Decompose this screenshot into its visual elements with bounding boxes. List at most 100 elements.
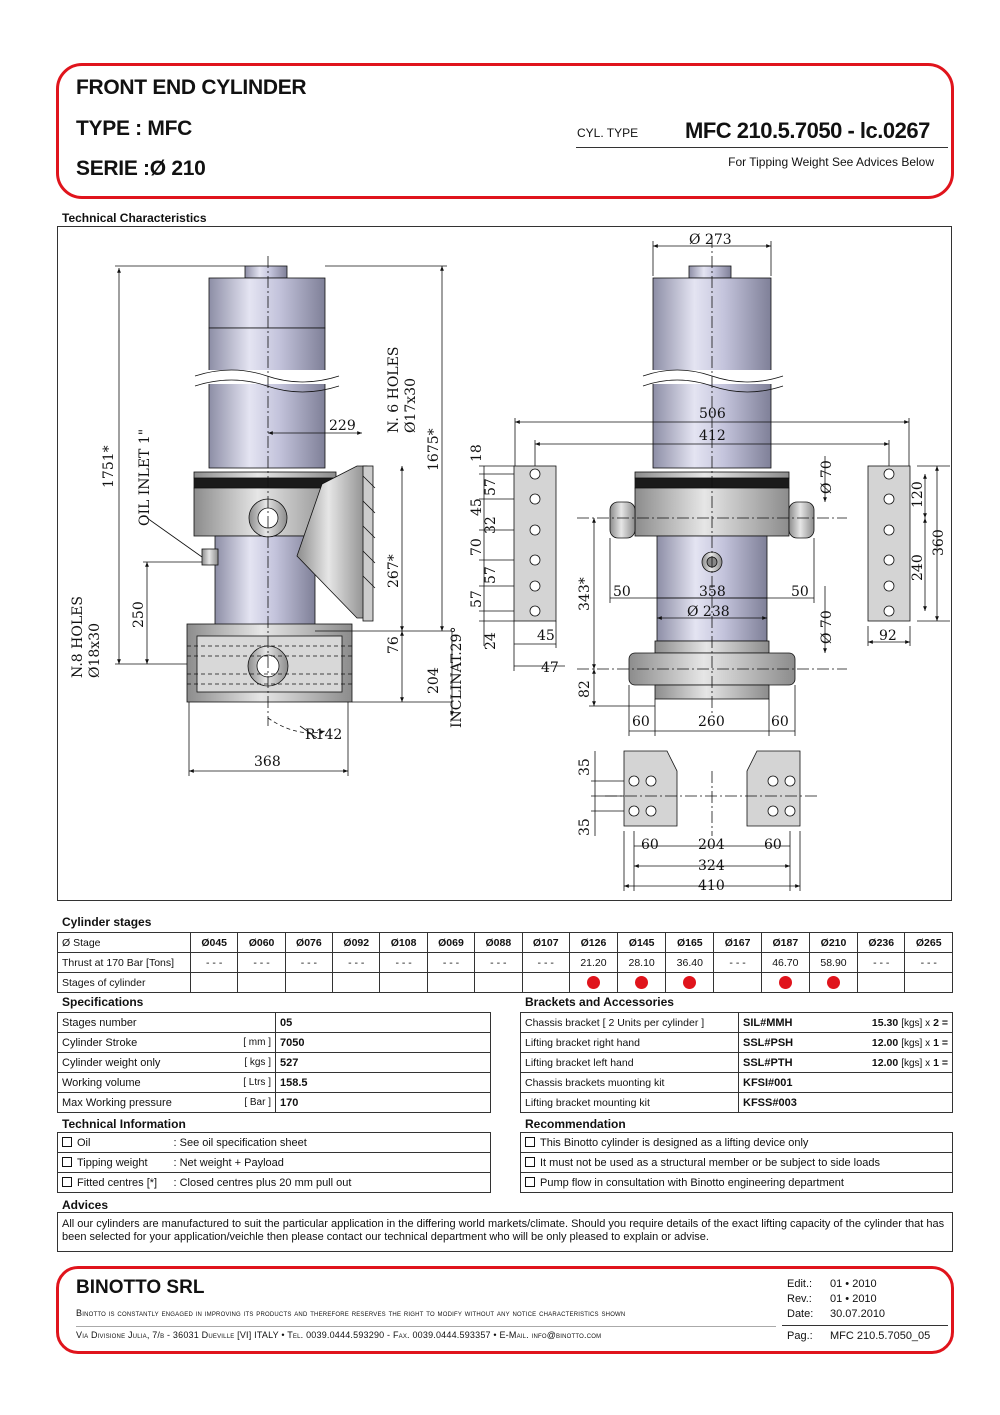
stage-thrust: - - - <box>713 952 762 973</box>
bracket-label: Lifting bracket right hand <box>520 1032 739 1053</box>
dim-60a: 60 <box>632 714 650 730</box>
dim-57c: 57 <box>469 590 485 608</box>
dim-204: 204 <box>426 667 442 694</box>
tech-char-title: Technical Characteristics <box>62 211 207 225</box>
bracket-weight: 12.00 <box>871 1056 899 1069</box>
dim-32: 32 <box>483 516 499 534</box>
cylinder-serie: SERIE :Ø 210 <box>76 157 206 180</box>
checkbox-icon <box>525 1176 535 1187</box>
stage-active-cell <box>665 972 715 993</box>
checkbox-icon <box>525 1156 535 1167</box>
stage-diameter: Ø187 <box>760 932 810 953</box>
dim-d70-bottom: Ø 70 <box>819 610 835 644</box>
tech-info-label: Tipping weight <box>77 1156 148 1169</box>
dim-47: 47 <box>541 660 559 676</box>
recommendation-title: Recommendation <box>525 1117 626 1131</box>
bracket-unit: [kgs] x <box>901 1057 931 1069</box>
left-cyl-body-top <box>208 277 326 329</box>
spec-value: 170 <box>275 1092 491 1113</box>
stage-thrust: 46.70 <box>760 952 810 973</box>
bracket-unit: [kgs] x <box>901 1037 931 1049</box>
dim-267: 267* <box>386 554 402 588</box>
bracket-label: Lifting bracket mounting kit <box>520 1092 739 1113</box>
dim-holes6d: Ø17x30 <box>403 378 419 433</box>
tech-info-value: : See oil specification sheet <box>169 1132 491 1153</box>
recommendation-table: This Binotto cylinder is designed as a l… <box>520 1132 953 1193</box>
stage-diameter: Ø126 <box>568 932 619 953</box>
left-cyl-cap <box>244 265 288 279</box>
row-label: Ø Stage <box>57 932 191 953</box>
stage-thrust: - - - <box>857 952 906 973</box>
dim-506: 506 <box>699 406 726 422</box>
dim-60c: 60 <box>641 837 659 853</box>
stage-active-cell <box>857 972 906 993</box>
footer-box <box>56 1266 954 1354</box>
dim-d238: Ø 238 <box>687 604 730 620</box>
bracket-code: SIL#MMH <box>738 1012 827 1033</box>
dim-35a: 35 <box>577 758 593 776</box>
bracket-qty: 2 = <box>933 1016 948 1029</box>
checkbox-icon <box>62 1136 72 1147</box>
tech-info-value: : Closed centres plus 20 mm pull out <box>169 1172 491 1193</box>
stage-active-cell <box>332 972 381 993</box>
bracket-weight-cell <box>826 1072 953 1093</box>
brackets-table: Chassis bracket [ 2 Units per cylinder ]… <box>520 1012 953 1113</box>
dim-holes6: N. 6 HOLES <box>386 347 402 433</box>
active-stage-dot <box>778 976 792 989</box>
stage-active-cell <box>904 972 953 993</box>
bracket-code: KFSS#003 <box>738 1092 827 1113</box>
recommendation-cell: It must not be used as a structural memb… <box>520 1152 953 1173</box>
spec-label: Stages number <box>57 1012 194 1033</box>
recommendation-row: This Binotto cylinder is designed as a l… <box>520 1132 953 1153</box>
stage-diameter: Ø165 <box>665 932 715 953</box>
tipping-note: For Tipping Weight See Advices Below <box>728 155 934 169</box>
tech-info-row: Oil: See oil specification sheet <box>57 1132 491 1153</box>
spec-row: Working volume[ Ltrs ]158.5 <box>57 1072 491 1093</box>
cyl-type-label: CYL. TYPE <box>577 126 639 140</box>
bracket-code: SSL#PSH <box>738 1032 827 1053</box>
brackets-title: Brackets and Accessories <box>525 995 674 1009</box>
dim-410: 410 <box>698 878 725 894</box>
page-title: FRONT END CYLINDER <box>76 76 307 99</box>
stage-diameter: Ø107 <box>521 932 570 953</box>
dim-360: 360 <box>931 529 947 556</box>
dim-1751: 1751* <box>101 445 117 488</box>
bracket-label: Lifting bracket left hand <box>520 1052 739 1073</box>
dim-82: 82 <box>577 680 593 698</box>
stage-thrust: - - - <box>426 952 476 973</box>
dim-204b: 204 <box>698 837 725 853</box>
dim-120: 120 <box>910 481 926 508</box>
stage-thrust: - - - <box>521 952 570 973</box>
dim-76: 76 <box>386 636 402 654</box>
spec-label: Cylinder weight only <box>57 1052 194 1073</box>
spec-value: 158.5 <box>275 1072 491 1093</box>
dim-70a: 70 <box>469 538 485 556</box>
bracket-label: Chassis brackets muonting kit <box>520 1072 739 1093</box>
dim-45a: 45 <box>469 498 485 516</box>
tech-info-row: Fitted centres [*]: Closed centres plus … <box>57 1172 491 1193</box>
dim-250: 250 <box>131 601 147 628</box>
dim-358: 358 <box>699 584 726 600</box>
stage-thrust: - - - <box>237 952 286 973</box>
stage-active-cell <box>426 972 476 993</box>
cylinder-stages-title: Cylinder stages <box>62 915 152 929</box>
stage-active-cell <box>237 972 286 993</box>
stage-thrust: - - - <box>332 952 381 973</box>
recommendation-text: This Binotto cylinder is designed as a l… <box>540 1136 809 1149</box>
stage-thrust: - - - <box>379 952 428 973</box>
active-stage-dot <box>683 976 697 989</box>
specifications-title: Specifications <box>62 995 144 1009</box>
stage-diameter: Ø045 <box>189 932 239 953</box>
company-name: BINOTTO SRL <box>76 1277 205 1298</box>
spec-unit: [ kgs ] <box>193 1052 276 1073</box>
stage-thrust: - - - <box>189 952 239 973</box>
row-label: Thrust at 170 Bar [Tons] <box>57 952 191 973</box>
